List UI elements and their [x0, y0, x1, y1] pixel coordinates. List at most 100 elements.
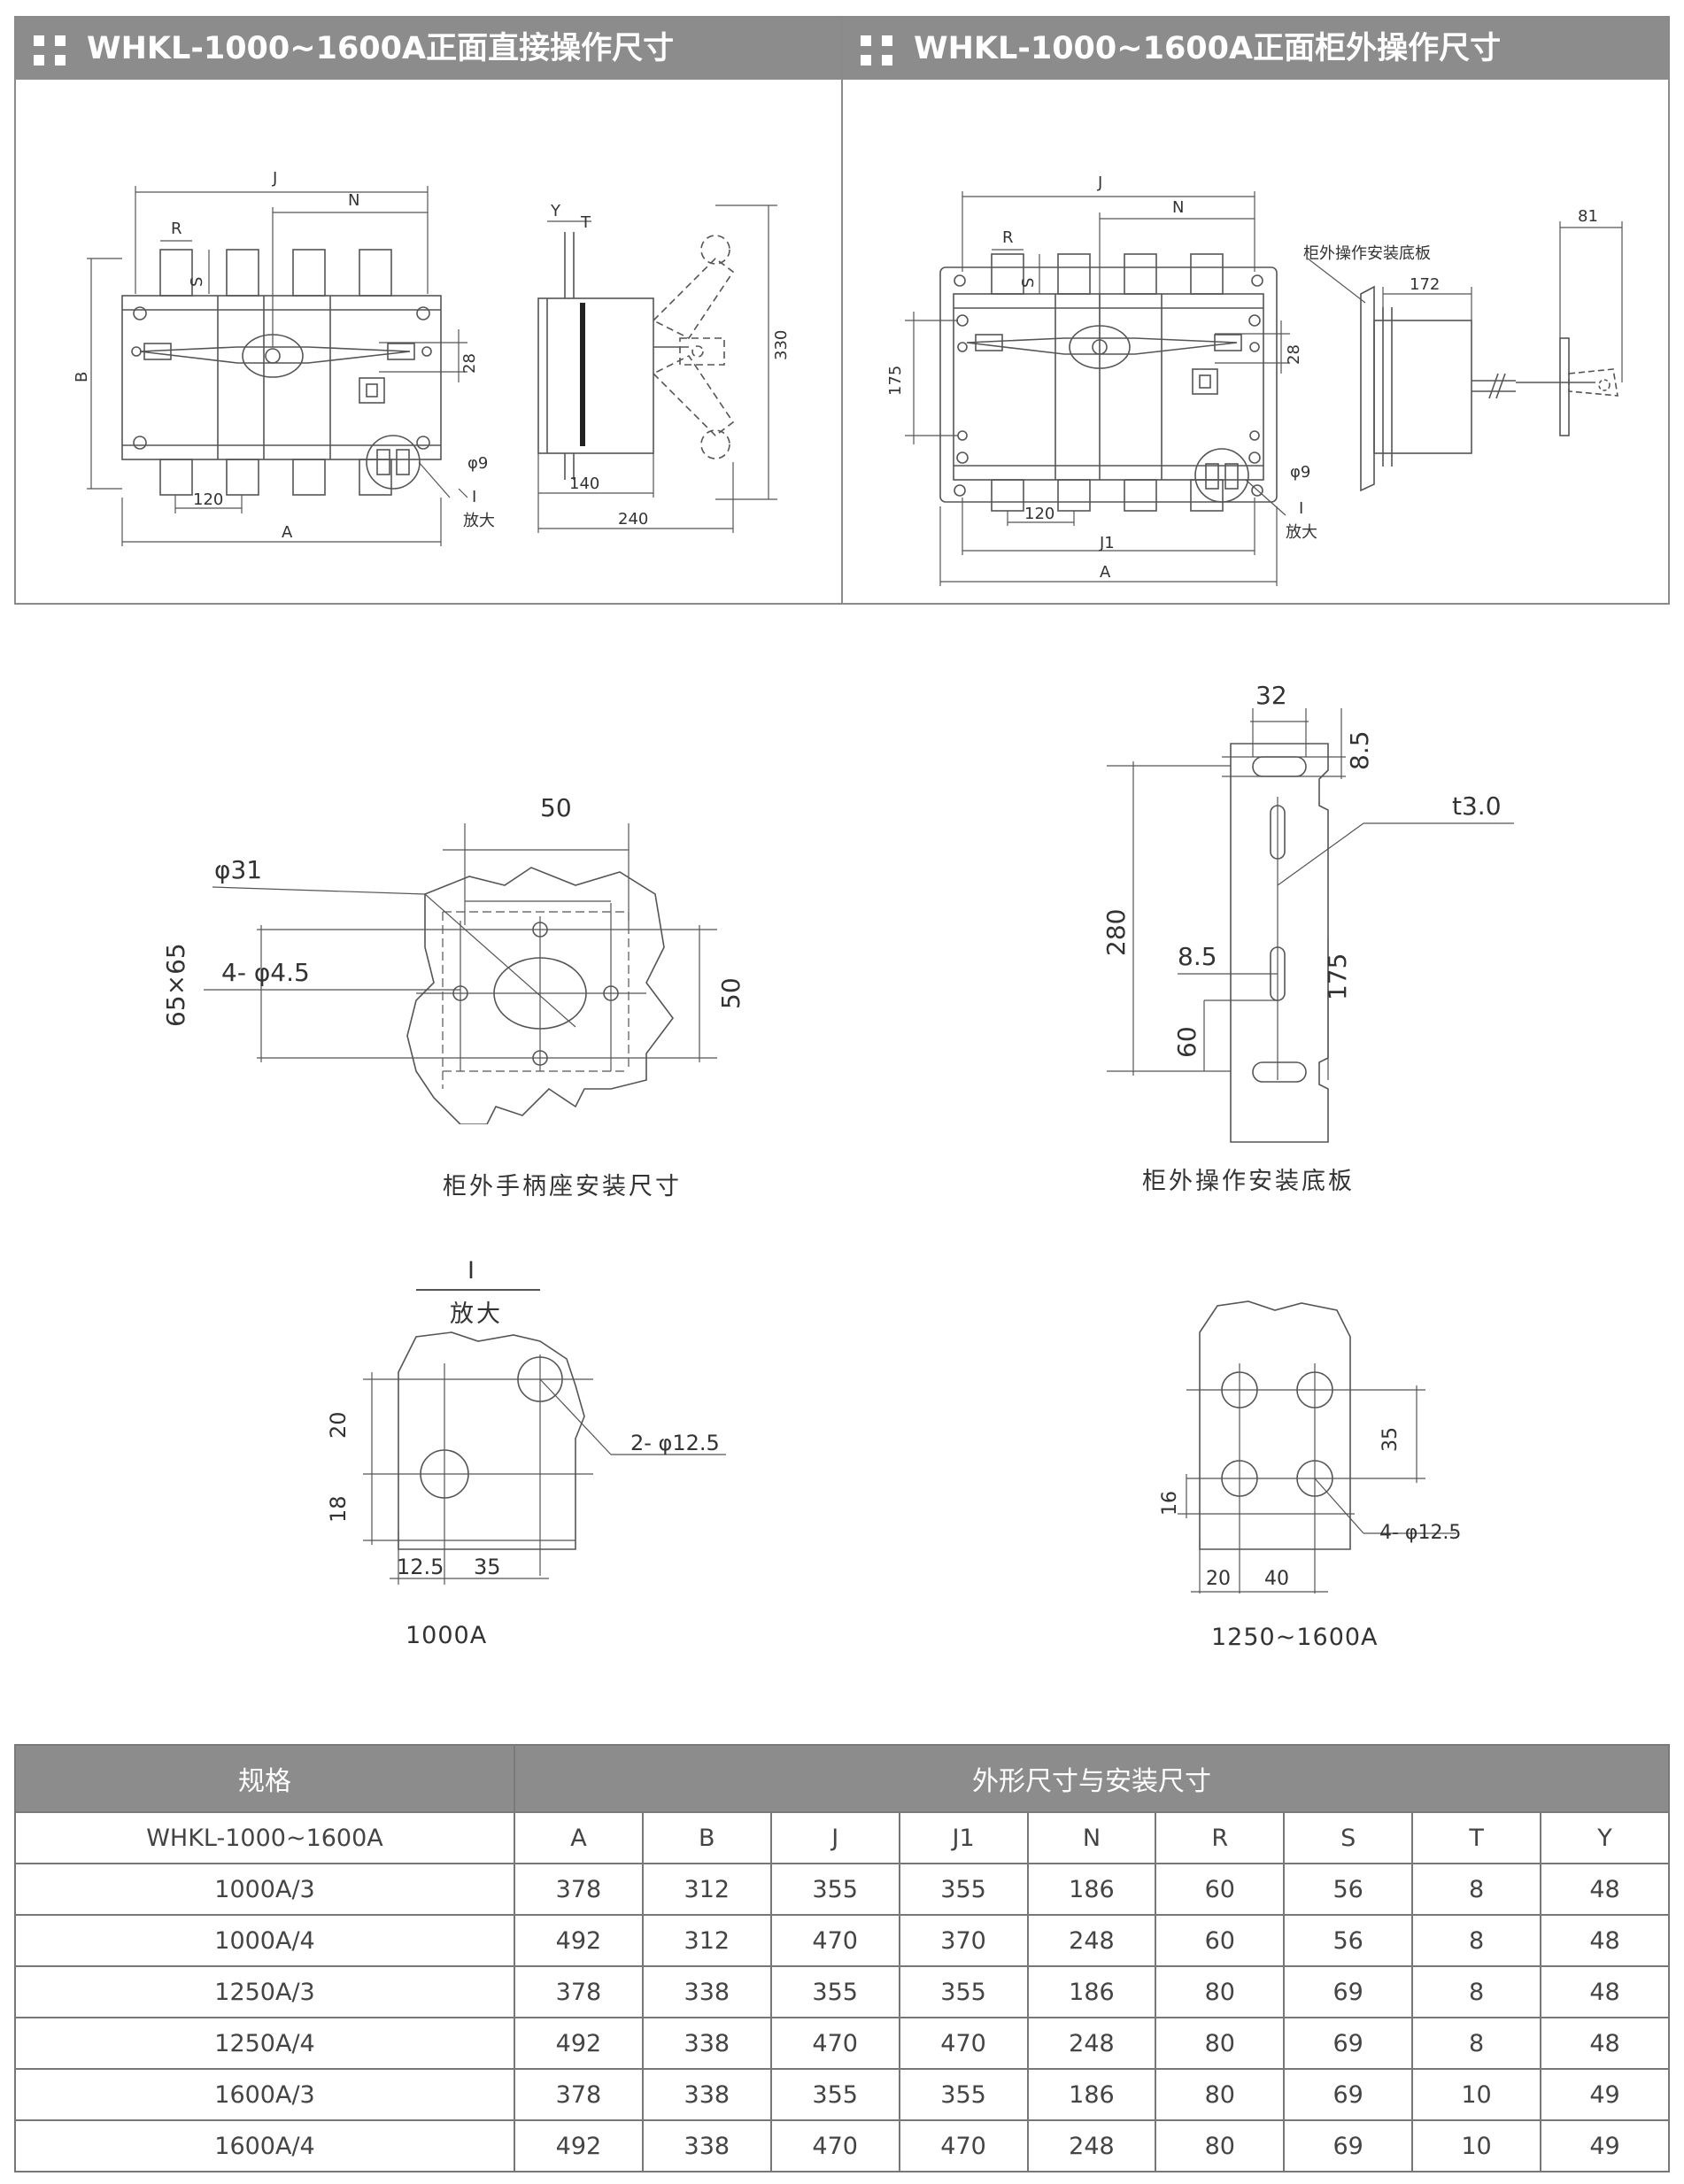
ext-dim-j1: J1	[1099, 534, 1115, 552]
cell: 355	[898, 1863, 1029, 1916]
terminal-1000a-drawing: 20 18 2- φ12.5 12.5 35	[326, 1331, 726, 1585]
ext-dim-r: R	[1002, 228, 1014, 247]
ext-dim-28: 28	[1285, 344, 1303, 365]
ext-dim-a: A	[1100, 563, 1111, 582]
cell: 80	[1155, 2119, 1286, 2172]
plate-dim-175: 175	[1323, 953, 1352, 1000]
term2-dim-35: 35	[1379, 1427, 1402, 1452]
ext-dim-n: N	[1172, 198, 1184, 217]
term2-dim-40: 40	[1264, 1568, 1289, 1590]
switch-front-view-external	[939, 253, 1278, 512]
external-operation-drawing: J N R S 175 28 φ9 I 放大 120 J1 A 柜外操作安装底板…	[886, 174, 1623, 586]
cell: 8	[1411, 1914, 1541, 1967]
cell: 186	[1026, 1965, 1157, 2018]
term2-dim-20: 20	[1206, 1568, 1231, 1590]
col-header: Y	[1540, 1811, 1670, 1864]
term-dim-2-phi125: 2- φ12.5	[630, 1431, 720, 1455]
panel-title-external-text: WHKL-1000~1600A正面柜外操作尺寸	[914, 31, 1502, 66]
cell: 355	[769, 1863, 900, 1916]
term-dim-12-5: 12.5	[397, 1555, 444, 1579]
cell: 49	[1540, 2119, 1670, 2172]
caption-enlarge: 放大	[450, 1300, 503, 1328]
cell: 492	[514, 1914, 644, 1967]
ext-dim-175: 175	[886, 366, 905, 396]
dim-240: 240	[618, 510, 648, 529]
cell: 8	[1411, 1863, 1541, 1916]
cell: 355	[898, 1965, 1029, 2018]
ext-dim-120: 120	[1024, 505, 1054, 523]
terminal-1250-1600a-drawing: 35 16 4- φ12.5 20 40	[1159, 1300, 1461, 1594]
cell: 370	[898, 1914, 1029, 1967]
cell: 248	[1026, 2017, 1157, 2070]
direct-operation-drawing: J N R S B 28 φ9 I 放大 120 A Y T 330 140 2…	[73, 169, 791, 546]
term2-dim-4-phi125: 4- φ12.5	[1379, 1522, 1461, 1544]
dim-330: 330	[772, 330, 791, 360]
cell: 49	[1540, 2068, 1670, 2121]
model-cell: WHKL-1000~1600A	[14, 1811, 515, 1864]
cell: 60	[1155, 1914, 1286, 1967]
row-name: 1600A/4	[14, 2119, 515, 2172]
dim-r: R	[171, 220, 182, 238]
cell: 60	[1155, 1863, 1286, 1916]
ext-dim-172: 172	[1410, 275, 1440, 294]
col-header: R	[1155, 1811, 1286, 1864]
row-name: 1250A/4	[14, 2017, 515, 2070]
switch-front-view	[121, 249, 442, 496]
col-header: B	[641, 1811, 772, 1864]
handle-dim-4-phi45: 4- φ4.5	[221, 958, 310, 987]
plate-dim-8-5-mid: 8.5	[1178, 942, 1217, 971]
cell: 56	[1283, 1914, 1414, 1967]
cell: 69	[1283, 2017, 1414, 2070]
caption-1250-1600a: 1250~1600A	[1211, 1624, 1379, 1651]
term2-dim-16: 16	[1159, 1491, 1181, 1516]
handle-dim-65x65: 65×65	[161, 943, 190, 1027]
dims-header: 外形尺寸与安装尺寸	[514, 1744, 1670, 1813]
dim-t: T	[580, 213, 591, 232]
dim-j: J	[272, 169, 277, 188]
panel-title-direct-text: WHKL-1000~1600A正面直接操作尺寸	[87, 31, 675, 66]
cell: 69	[1283, 2068, 1414, 2121]
handle-dim-phi31: φ31	[214, 855, 262, 884]
cell: 48	[1540, 1914, 1670, 1967]
switch-side-view	[537, 232, 735, 480]
cell: 378	[514, 1863, 644, 1916]
cell: 10	[1411, 2119, 1541, 2172]
col-header: J	[769, 1811, 900, 1864]
table-row-columns: WHKL-1000~1600A A B J J1 N R S T Y	[14, 1811, 1670, 1864]
handle-dim-50-top: 50	[540, 793, 572, 822]
dim-b: B	[73, 372, 91, 382]
bullet-icon	[861, 35, 898, 66]
cell: 492	[514, 2119, 644, 2172]
dimension-lines-external	[905, 191, 1290, 586]
cell: 312	[641, 1863, 772, 1916]
cell: 378	[514, 1965, 644, 2018]
row-name: 1000A/4	[14, 1914, 515, 1967]
col-header: T	[1411, 1811, 1541, 1864]
plate-dim-280: 280	[1101, 909, 1131, 956]
spec-table-body: WHKL-1000~1600A A B J J1 N R S T Y 1000A…	[14, 1811, 1670, 2172]
dim-y: Y	[550, 202, 561, 220]
cell: 355	[769, 2068, 900, 2121]
dim-enlarge: 放大	[463, 512, 495, 530]
cell: 355	[769, 1965, 900, 2018]
cell: 248	[1026, 2119, 1157, 2172]
cell: 470	[898, 2119, 1029, 2172]
dimension-lines-external-side	[1307, 221, 1623, 382]
panel-title-direct: WHKL-1000~1600A正面直接操作尺寸	[16, 18, 843, 80]
cell: 338	[641, 2017, 772, 2070]
bullet-icon	[34, 35, 71, 66]
cell: 8	[1411, 2017, 1541, 2070]
ext-dim-enlarge: 放大	[1286, 523, 1317, 542]
cell: 312	[641, 1914, 772, 1967]
handle-dim-50-right: 50	[716, 977, 745, 1009]
cell: 8	[1411, 1965, 1541, 2018]
cell: 69	[1283, 1965, 1414, 2018]
dim-a: A	[282, 523, 293, 542]
ext-dim-phi9: φ9	[1290, 463, 1310, 482]
dimension-lines-side	[537, 205, 777, 533]
cell: 470	[769, 2119, 900, 2172]
row-name: 1250A/3	[14, 1965, 515, 2018]
